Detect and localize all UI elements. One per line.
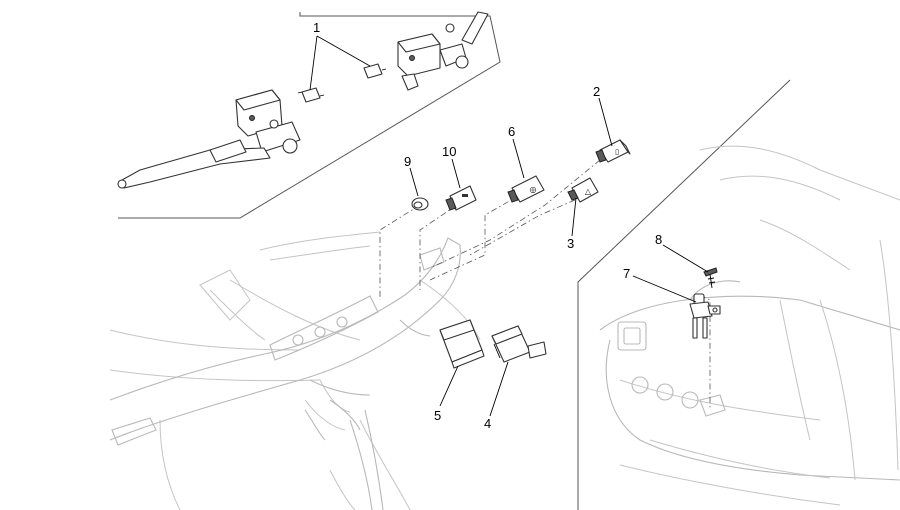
part-label-9: 9	[404, 154, 411, 169]
part-label-1: 1	[313, 20, 320, 35]
part-label-10: 10	[442, 144, 456, 159]
button-switch-10	[445, 185, 477, 211]
part-labels: 1 2 3 4 5 6 7 8 9 10	[313, 20, 662, 431]
storage-compartment-ghost	[599, 145, 900, 506]
button-2-glyph: ▯	[615, 149, 619, 156]
brake-master-cylinder-left	[117, 89, 301, 189]
button-switch-3: △	[567, 177, 599, 203]
brake-switch-1a	[297, 87, 325, 103]
assembly-lines	[379, 159, 711, 410]
button-3-glyph: △	[585, 187, 592, 196]
part-label-7: 7	[623, 266, 630, 281]
button-switch-2: ▯	[595, 139, 631, 163]
brake-switch-1b	[363, 63, 387, 79]
part-label-5: 5	[434, 408, 441, 423]
screw-8	[703, 267, 718, 289]
part-label-4: 4	[484, 416, 491, 431]
brake-master-cylinder-right	[397, 11, 489, 91]
rear-body-ghost	[109, 231, 481, 510]
part-label-3: 3	[567, 236, 574, 251]
part-label-8: 8	[655, 232, 662, 247]
button-cap-9	[411, 197, 429, 211]
rear-frame-arm	[109, 237, 461, 446]
leader-lines	[309, 35, 709, 417]
switch-7	[689, 293, 721, 339]
connector-5	[439, 319, 485, 369]
part-label-2: 2	[593, 84, 600, 99]
inset-frame-top-left	[118, 12, 501, 219]
button-6-glyph: ◎	[530, 185, 537, 194]
connector-4	[491, 325, 547, 363]
inset-frame-right	[577, 79, 791, 510]
part-label-6: 6	[508, 124, 515, 139]
button-switch-6: ◎	[507, 175, 545, 203]
